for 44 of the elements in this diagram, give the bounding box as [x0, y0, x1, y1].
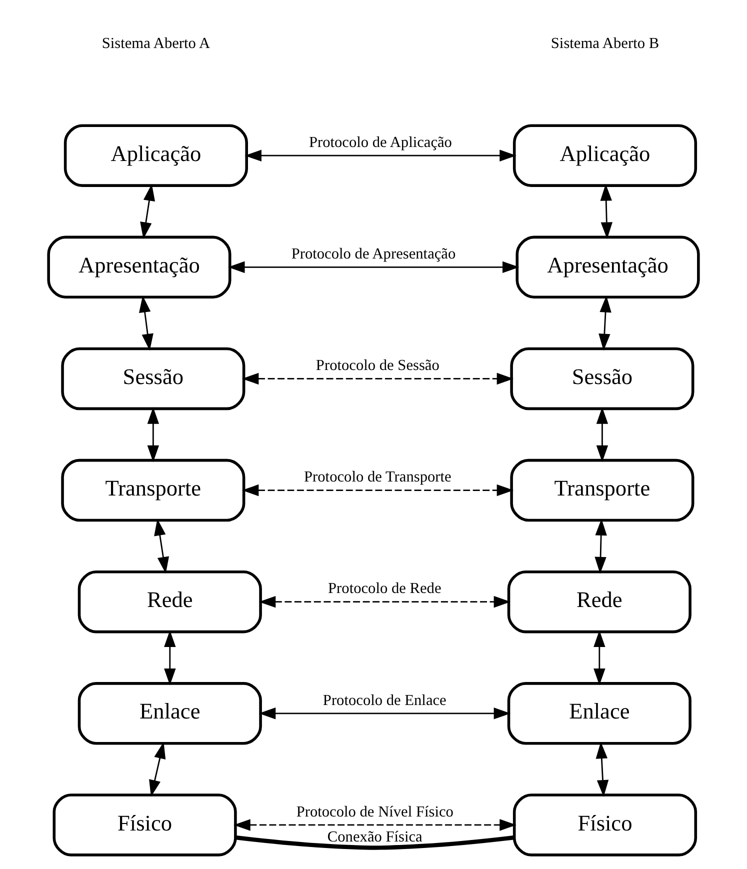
node-box: Enlace	[78, 682, 262, 745]
label: Sistema Aberto B	[550, 34, 660, 52]
arrow	[596, 407, 608, 462]
arrow	[596, 742, 609, 797]
arrow	[594, 518, 607, 574]
arrow	[149, 742, 166, 797]
node-box: Sessão	[510, 347, 694, 410]
arrow	[258, 596, 511, 608]
node-box: Transporte	[61, 458, 246, 522]
node-box: Apresentação	[47, 236, 232, 299]
node-box: Físico	[52, 794, 237, 856]
node-box: Rede	[507, 570, 692, 634]
connector	[235, 835, 515, 850]
node-box: Aplicação	[512, 124, 698, 187]
arrow	[154, 518, 170, 574]
arrow	[139, 296, 154, 351]
arrow	[140, 184, 156, 239]
edge-label: Conexão Física	[327, 828, 422, 846]
node-box: Transporte	[510, 458, 694, 522]
arrow	[244, 150, 516, 162]
arrow	[258, 708, 511, 720]
edge-label: Protocolo de Rede	[328, 580, 442, 598]
node-box: Físico	[512, 794, 698, 856]
arrow	[228, 261, 520, 274]
edge-label: Protocolo de Enlace	[322, 692, 446, 709]
edge-label: Protocolo de Apresentação	[291, 246, 456, 263]
arrow	[242, 372, 514, 385]
node-box: Aplicação	[64, 124, 248, 187]
node-box: Enlace	[507, 682, 692, 745]
arrow	[147, 407, 160, 462]
edge-label: Protocolo de Nível Físico	[296, 803, 454, 820]
arrow	[600, 184, 613, 240]
node-box: Rede	[78, 570, 262, 634]
arrow	[598, 296, 612, 351]
node-box: Apresentação	[516, 236, 700, 299]
label: Sistema Aberto A	[102, 34, 210, 52]
arrow	[234, 819, 516, 831]
node-box: Sessão	[61, 347, 246, 410]
edge-label: Protocolo de Aplicação	[308, 134, 452, 151]
arrow	[594, 630, 606, 686]
arrow	[164, 630, 176, 686]
edge-label: Protocolo de Transporte	[304, 468, 452, 486]
edge-label: Protocolo de Sessão	[316, 357, 440, 374]
arrow	[242, 484, 514, 496]
